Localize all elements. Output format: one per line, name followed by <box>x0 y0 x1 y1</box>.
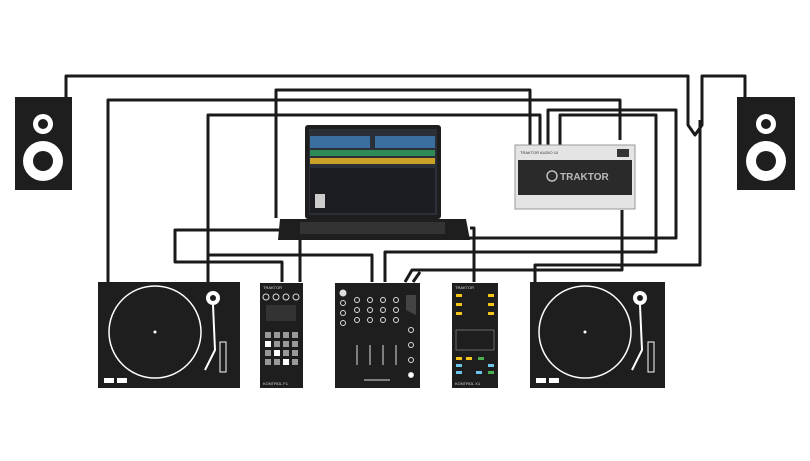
turntable-right <box>530 282 665 388</box>
cable-interface-1 <box>274 88 532 218</box>
cable-x1-usb <box>470 226 476 282</box>
cable-mixer-3 <box>403 210 624 283</box>
mixer <box>335 283 420 388</box>
audio-interface: TRAKTOR TRAKTOR AUDIO 10 <box>514 144 636 210</box>
cables <box>64 74 747 283</box>
turntable-left <box>98 282 240 388</box>
cable-f1-usb <box>173 228 284 282</box>
interface-brand: TRAKTOR <box>560 172 609 183</box>
cable-interface-2 <box>298 108 678 282</box>
cable-mixer-4 <box>411 271 422 283</box>
interface-model: TRAKTOR AUDIO 10 <box>520 150 559 155</box>
laptop <box>278 125 470 240</box>
speaker-left <box>15 97 72 190</box>
x1-name: KONTROL X1 <box>455 381 481 386</box>
kontrol-f1: TRAKTOR KONTROL F1 <box>260 283 303 388</box>
f1-name: KONTROL F1 <box>263 381 289 386</box>
cable-mixer <box>208 253 374 282</box>
cable-left-speaker <box>64 74 747 137</box>
cable-mixer-2 <box>383 113 658 282</box>
f1-brand: TRAKTOR <box>263 285 282 290</box>
cable-right-speaker <box>106 98 622 282</box>
x1-brand: TRAKTOR <box>455 285 474 290</box>
kontrol-x1: TRAKTOR KONTROL X1 <box>452 283 498 388</box>
cable-turntable-left <box>206 113 542 282</box>
speaker-right <box>737 97 795 190</box>
